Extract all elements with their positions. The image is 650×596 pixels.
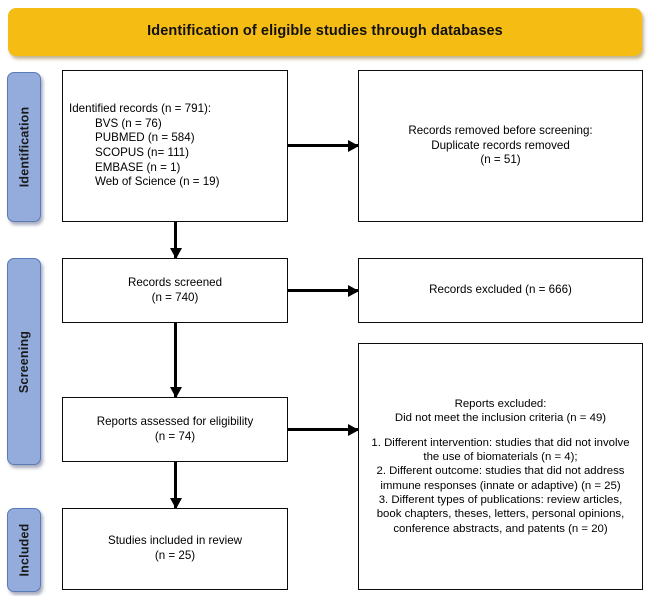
arrow-identified-to-removed [288, 144, 358, 147]
reports-excluded-criteria: Did not meet the inclusion criteria (n =… [394, 412, 607, 425]
included-count: (n = 25) [154, 549, 196, 562]
identified-source-bvs: BVS (n = 76) [95, 116, 162, 130]
diagram-header-banner: Identification of eligible studies throu… [8, 8, 642, 56]
box-records-excluded: Records excluded (n = 666) [358, 258, 643, 323]
screened-count: (n = 740) [151, 290, 199, 304]
box-records-removed: Records removed before screening: Duplic… [358, 70, 643, 222]
phase-label-included-text: Included [17, 523, 31, 577]
identified-heading: Identified records (n = 791): [69, 102, 212, 116]
phase-label-included: Included [7, 508, 41, 592]
phase-label-identification: Identification [7, 72, 41, 222]
phase-label-screening: Screening [7, 258, 41, 465]
reports-excluded-heading: Reports excluded: [454, 397, 547, 410]
reports-excluded-reason-2: 2. Different outcome: studies that did n… [376, 465, 625, 492]
arrow-eligibility-to-reports-excluded [288, 428, 358, 431]
arrow-screened-to-excluded [288, 289, 358, 292]
box-reports-assessed-eligibility: Reports assessed for eligibility (n = 74… [62, 397, 288, 462]
eligibility-label: Reports assessed for eligibility [96, 414, 254, 428]
arrow-identified-to-screened [174, 222, 177, 258]
box-identified-records: Identified records (n = 791): BVS (n = 7… [62, 70, 288, 222]
included-label: Studies included in review [107, 534, 243, 548]
identified-source-pubmed: PUBMED (n = 584) [95, 131, 195, 145]
eligibility-count: (n = 74) [154, 429, 196, 443]
removed-line-2: Duplicate records removed [431, 138, 570, 152]
box-records-screened: Records screened (n = 740) [62, 258, 288, 323]
excluded-label: Records excluded (n = 666) [429, 283, 572, 297]
phase-label-screening-text: Screening [17, 330, 31, 393]
box-reports-excluded: Reports excluded: Did not meet the inclu… [358, 343, 643, 590]
identified-source-embase: EMBASE (n = 1) [95, 160, 181, 174]
spacer [365, 426, 636, 436]
identified-source-web-of-science: Web of Science (n = 19) [95, 175, 220, 189]
reports-excluded-reason-1: 1. Different intervention: studies that … [371, 436, 630, 463]
screened-label: Records screened [127, 275, 223, 289]
phase-label-identification-text: Identification [17, 106, 32, 188]
arrow-eligibility-to-included [174, 462, 177, 508]
reports-excluded-reason-3: 3. Different types of publications: revi… [376, 494, 625, 535]
box-studies-included: Studies included in review (n = 25) [62, 508, 288, 590]
identified-source-scopus: SCOPUS (n= 111) [95, 146, 189, 159]
removed-count: (n = 51) [480, 153, 521, 167]
banner-title: Identification of eligible studies throu… [147, 23, 503, 40]
arrow-screened-to-eligibility [174, 323, 177, 397]
removed-line-1: Records removed before screening: [408, 124, 593, 138]
